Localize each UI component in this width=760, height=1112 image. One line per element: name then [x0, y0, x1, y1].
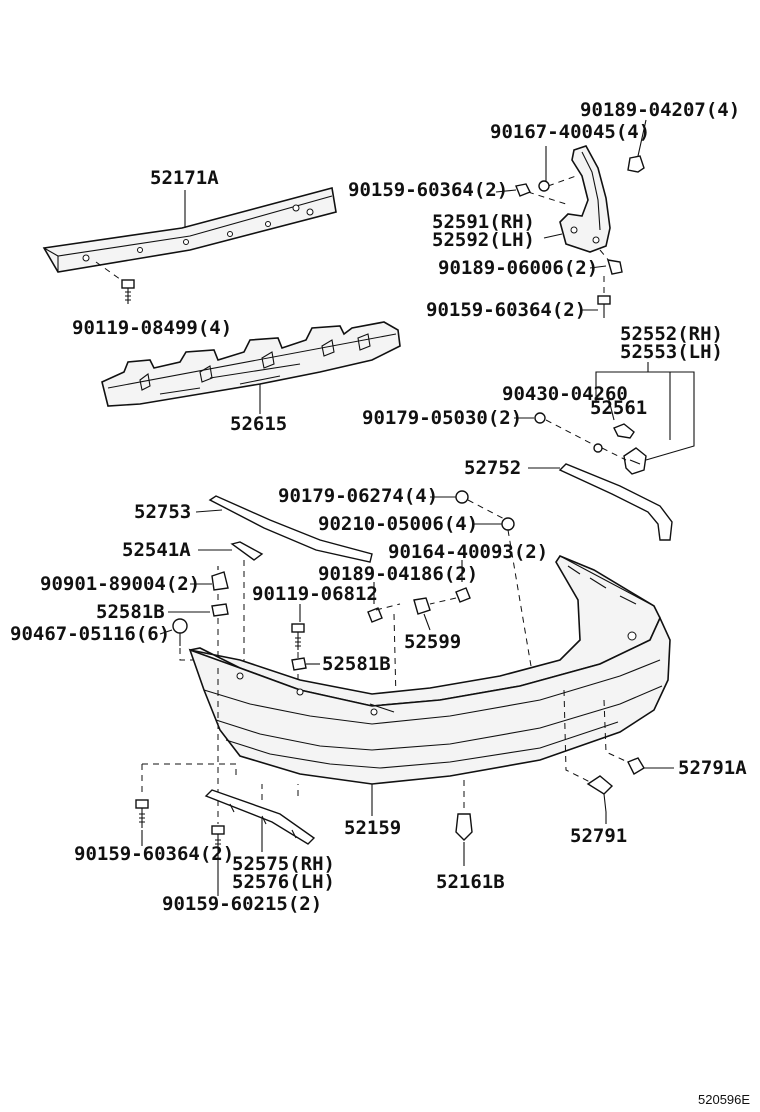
label-90159-60215: 90159-60215(2) [162, 893, 322, 915]
label-52575: 52575(RH) [232, 853, 335, 875]
label-90119-06812: 90119-06812 [252, 583, 378, 605]
clip-90189-04207 [627, 155, 645, 173]
bumper-cover-52159 [188, 555, 671, 785]
clip-52791A [627, 757, 645, 775]
nut-90179-06274 [430, 490, 511, 523]
nut-90210-05006 [472, 517, 533, 673]
label-90164-40093: 90164-40093(2) [388, 541, 548, 563]
label-52576: 52576(LH) [232, 871, 335, 893]
clip-90901-89004 [211, 566, 229, 591]
label-52599: 52599 [404, 631, 461, 653]
screw-90164-40093 [429, 560, 471, 605]
label-52581B-lower: 52581B [322, 653, 391, 675]
retainer-52552-52553 [623, 447, 647, 475]
bumper-reinforcement-52171A [42, 187, 337, 273]
label-52581B-upper: 52581B [96, 601, 165, 623]
lower-spoiler-52575-52576 [204, 789, 316, 845]
label-52161B: 52161B [436, 871, 505, 893]
label-52615: 52615 [230, 413, 287, 435]
clip-90189-06006 [599, 249, 623, 275]
side-moulding-52752 [558, 463, 673, 541]
diagram-code: 520596E [698, 1092, 750, 1107]
label-90179-06274: 90179-06274(4) [278, 485, 438, 507]
label-90167-40045: 90167-40045(4) [490, 121, 650, 143]
retainer-52561 [613, 423, 635, 439]
upper-moulding-52753 [208, 495, 373, 563]
label-90159-60364-lower: 90159-60364(2) [426, 299, 586, 321]
part-labels: 90189-04207(4) 90167-40045(4) 90159-6036… [10, 99, 747, 915]
clip-52161B [455, 813, 473, 841]
label-52552: 52552(RH) [620, 323, 723, 345]
label-52159: 52159 [344, 817, 401, 839]
label-52791A: 52791A [678, 757, 747, 779]
screw-90167-40045 [538, 146, 577, 192]
label-90159-60364-bottom: 90159-60364(2) [74, 843, 234, 865]
bolt-90119-06812 [291, 623, 305, 690]
label-52171A: 52171A [150, 167, 219, 189]
bolt-90119-08499 [95, 261, 135, 304]
nut-52599 [413, 597, 431, 631]
label-90210-05006: 90210-05006(4) [318, 513, 478, 535]
rivet-52791 [586, 775, 614, 813]
clip-90189-04186 [367, 603, 401, 701]
label-52752: 52752 [464, 457, 521, 479]
label-52591: 52591(RH) [432, 211, 535, 233]
label-52592: 52592(LH) [432, 229, 535, 251]
label-90179-05030: 90179-05030(2) [362, 407, 522, 429]
clip-52581B-upper [211, 603, 229, 617]
bolt-90159-60215 [211, 825, 225, 852]
bolt-90159-60364-lower [597, 276, 611, 318]
label-52541A: 52541A [122, 539, 191, 561]
label-90430-04260: 90430-04260 [502, 383, 628, 405]
bolt-90159-60364-bottom [135, 799, 149, 828]
clip-90467-05116 [172, 618, 188, 646]
label-90159-60364-upper: 90159-60364(2) [348, 179, 508, 201]
label-90467-05116: 90467-05116(6) [10, 623, 170, 645]
label-90189-06006: 90189-06006(2) [438, 257, 598, 279]
label-90119-08499: 90119-08499(4) [72, 317, 232, 339]
energy-absorber-52615 [101, 321, 401, 407]
pad-52541A [230, 541, 264, 561]
nut-90179-05030 [534, 412, 627, 461]
label-90189-04186: 90189-04186(2) [318, 563, 478, 585]
label-90189-04207: 90189-04207(4) [580, 99, 740, 121]
label-52561: 52561 [590, 397, 647, 419]
label-52553: 52553(LH) [620, 341, 723, 363]
nut-90159-60364-upper [515, 183, 567, 205]
label-52753: 52753 [134, 501, 191, 523]
label-52791: 52791 [570, 825, 627, 847]
side-bracket-52591-52592 [559, 145, 611, 253]
label-90901-89004: 90901-89004(2) [40, 573, 200, 595]
clip-52581B-lower [291, 657, 307, 671]
